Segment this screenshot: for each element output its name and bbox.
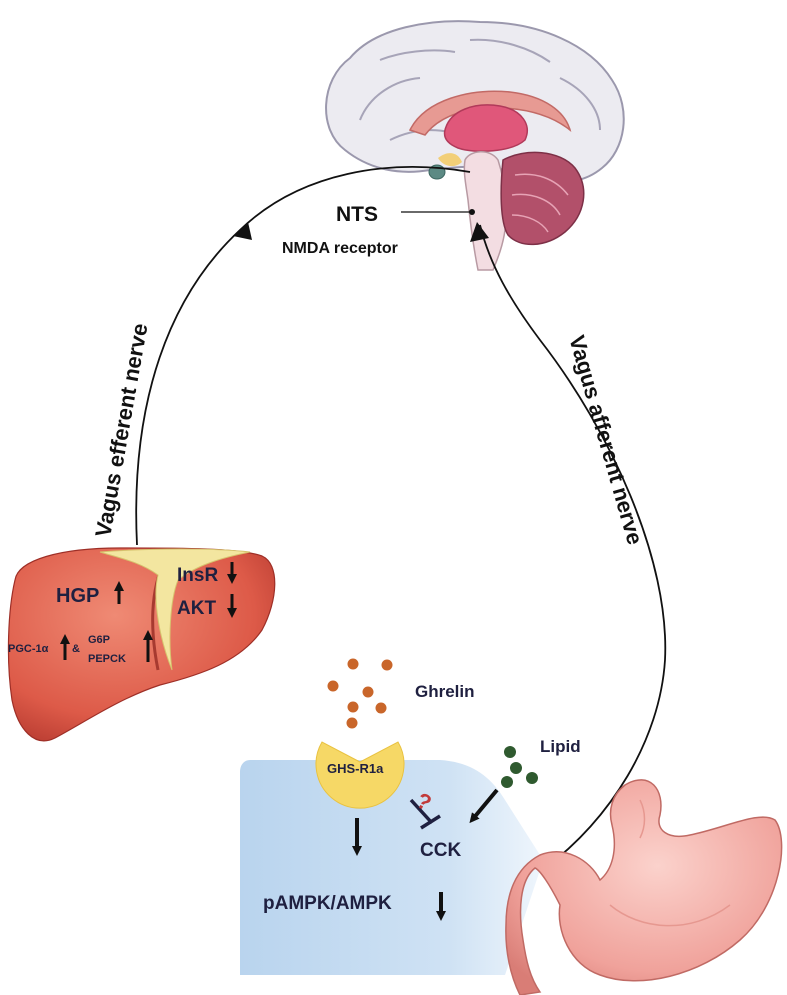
lipid-to-cck-arrow [469, 788, 499, 824]
stomach-illustration [505, 779, 783, 995]
cell-panel [240, 760, 540, 975]
stomach-folds [609, 799, 731, 927]
inhibition-bar [420, 814, 441, 830]
lipid-dot [526, 772, 538, 784]
lipid-dot [504, 746, 516, 758]
akt-label: AKT [177, 598, 216, 619]
cerebellum-folds [511, 173, 569, 233]
thalamus [443, 104, 528, 153]
pepck-label: PEPCK [88, 653, 126, 665]
ampersand-label: & [72, 643, 80, 655]
ghrelin-dot [347, 701, 359, 713]
ghrelin-dot [375, 702, 387, 714]
ghrelin-dot [346, 717, 358, 729]
ghs-r1a-receptor [315, 741, 405, 809]
insr-label: InsR [177, 565, 218, 586]
gallbladder [99, 548, 251, 671]
lipid-dot [501, 776, 513, 788]
pgc1a-label: PGC-1α [8, 643, 49, 655]
liver-illustration [7, 547, 276, 742]
efferent-nerve-path [135, 166, 471, 546]
nts-label: NTS [336, 203, 378, 226]
efferent-nerve-label: Vagus efferent nerve [90, 321, 152, 538]
stomach-body [505, 779, 783, 995]
nts-point [469, 209, 475, 215]
liver-body [7, 547, 276, 742]
ghrelin-dot [381, 659, 393, 671]
hypothalamus [438, 153, 462, 167]
hgp-label: HGP [56, 585, 99, 607]
ghrelin-dot [327, 680, 339, 692]
ghrelin-label: Ghrelin [415, 682, 475, 701]
ghs-r1a-label: GHS-R1a [327, 761, 384, 776]
afferent-nerve-label: Vagus afferent nerve [564, 332, 648, 547]
g6p-label: G6P [88, 634, 110, 646]
ghrelin-dot [362, 686, 374, 698]
ghrelin-molecules [327, 658, 393, 729]
lipid-molecules [501, 746, 538, 788]
cck-label: CCK [420, 840, 461, 861]
ghrelin-dot [347, 658, 359, 670]
afferent-arrowhead [470, 222, 489, 242]
brain-folds [359, 38, 601, 141]
lipid-label: Lipid [540, 737, 581, 756]
inhibition-line [409, 798, 434, 825]
nmda-receptor-label: NMDA receptor [282, 240, 398, 257]
afferent-nerve-path [479, 224, 667, 869]
lipid-dot [510, 762, 522, 774]
efferent-arrowhead [233, 222, 252, 240]
pampk-ampk-label: pAMPK/AMPK [263, 893, 392, 914]
